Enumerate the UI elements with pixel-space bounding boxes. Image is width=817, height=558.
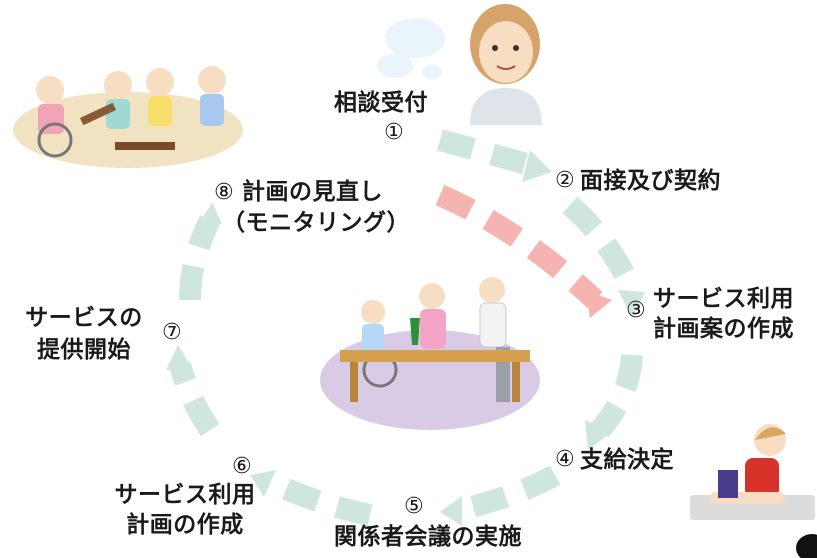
step5-number: ⑤ xyxy=(404,494,424,519)
step2-number: ② xyxy=(555,168,575,193)
counselor-person-illustration xyxy=(470,4,542,125)
step7-label-line2: 提供開始 xyxy=(37,337,131,363)
arrow-3-to-4 xyxy=(591,354,643,438)
step2-label: 面接及び契約 xyxy=(580,168,721,194)
arrow-4-to-5 xyxy=(457,465,561,521)
step8-label-line2: （モニタリング） xyxy=(222,210,410,236)
cycle-arrows xyxy=(169,129,643,526)
arrowhead-highlight xyxy=(585,290,612,318)
step1-number: ① xyxy=(384,120,404,145)
arrow-6-to-7 xyxy=(169,361,220,437)
step7-number: ⑦ xyxy=(162,320,182,345)
step6-number: ⑥ xyxy=(232,454,252,479)
step5-label: 関係者会議の実施 xyxy=(334,524,522,550)
step7-label-line1: サービスの xyxy=(25,305,143,331)
step8-label-line1: 計画の見直し xyxy=(242,179,383,205)
step3-label-line1: サービス利用 xyxy=(653,286,794,312)
step3-label-line2: 計画案の作成 xyxy=(653,316,794,342)
step1-label: 相談受付 xyxy=(334,90,428,116)
step4-label: 支給決定 xyxy=(580,447,674,473)
step3-number: ③ xyxy=(626,298,646,323)
step4-number: ④ xyxy=(555,447,575,472)
arrow-highlight xyxy=(435,184,603,309)
arrow-1-to-2 xyxy=(437,129,534,176)
arrow-5-to-6 xyxy=(265,472,373,526)
step6-label-line2: 計画の作成 xyxy=(126,512,244,538)
thought-cloud xyxy=(377,18,445,79)
arrowheads xyxy=(166,150,645,526)
children-playing-illustration xyxy=(13,66,243,168)
step6-label-line1: サービス利用 xyxy=(114,482,256,508)
family-meeting-table-illustration xyxy=(320,277,540,430)
woman-exercising-illustration xyxy=(690,424,817,558)
arrow-7-to-8 xyxy=(179,215,220,301)
step8-number: ⑧ xyxy=(214,180,234,205)
arrow-2-to-3 xyxy=(562,196,643,295)
